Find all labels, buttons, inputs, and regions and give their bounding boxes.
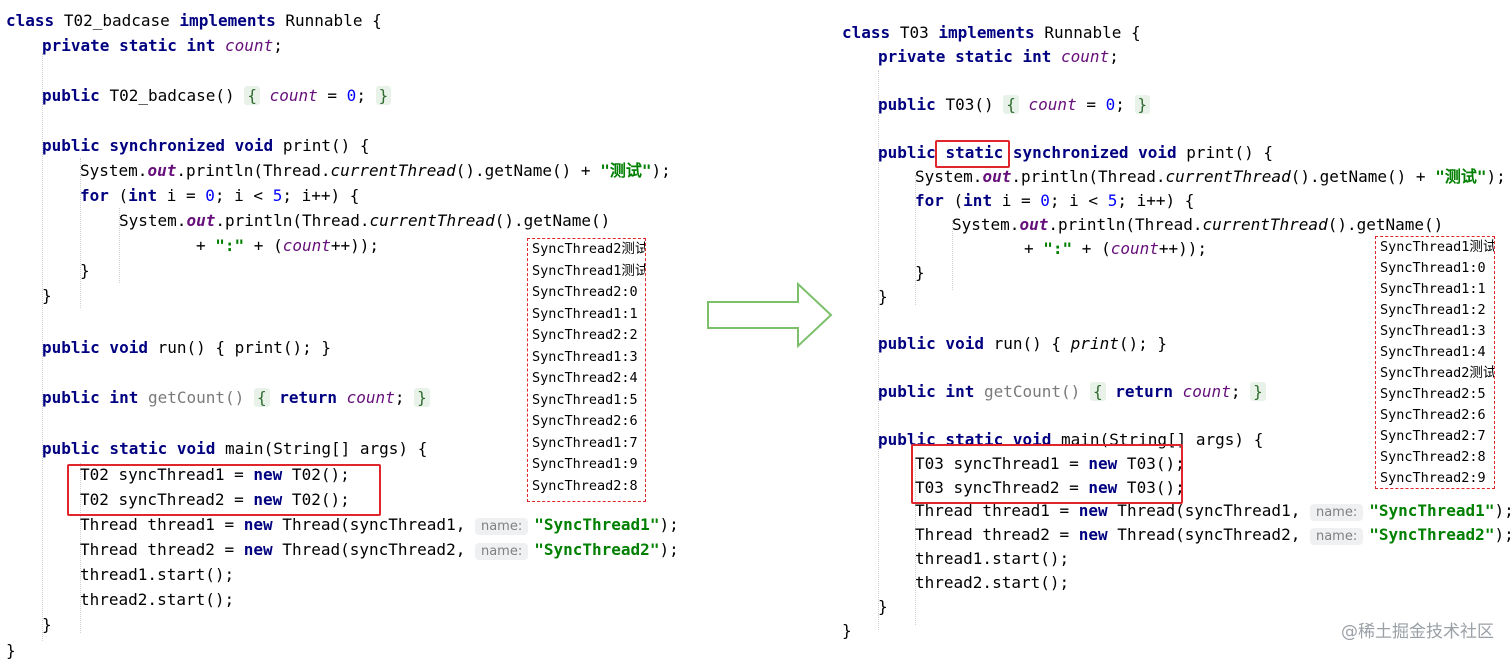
param-hint: name: bbox=[1309, 528, 1364, 545]
console-output-line: SyncThread2:6 bbox=[532, 413, 638, 429]
right-for-loop: for (int i = 0; i < 5; i++) { bbox=[915, 191, 1195, 210]
left-println-2: System.out.println(Thread.currentThread(… bbox=[119, 211, 611, 230]
right-highlight-static bbox=[935, 140, 1010, 168]
console-output-line: SyncThread1:2 bbox=[1380, 302, 1486, 318]
console-output-line: SyncThread1测试 bbox=[532, 262, 646, 279]
right-println-2-cont: + ":" + (count++)); bbox=[1024, 239, 1208, 258]
static-keyword: static bbox=[945, 143, 1004, 162]
left-println-1: System.out.println(Thread.currentThread(… bbox=[80, 161, 671, 180]
left-getcount-method: public int getCount() { return count; } bbox=[42, 385, 430, 410]
console-output-line: SyncThread1:5 bbox=[532, 391, 638, 408]
arrow-right-icon bbox=[707, 282, 833, 349]
console-output-line: SyncThread2测试 bbox=[1380, 365, 1495, 381]
right-print-close: } bbox=[878, 287, 888, 306]
left-thread1-start: thread1.start(); bbox=[80, 565, 235, 584]
left-syncthread2-decl: T02 syncThread2 = new T02(); bbox=[80, 490, 350, 509]
right-thread1-start: thread1.start(); bbox=[915, 549, 1070, 568]
console-output-line: SyncThread1:7 bbox=[532, 434, 638, 451]
console-output-line: SyncThread2:7 bbox=[1380, 428, 1486, 444]
console-output-line: SyncThread2:6 bbox=[1380, 407, 1486, 423]
console-output-line: SyncThread2测试 bbox=[532, 241, 646, 257]
console-output-line: SyncThread2:5 bbox=[1380, 386, 1486, 402]
left-println-2-cont: + ":" + (count++)); bbox=[196, 236, 380, 255]
right-println-2: System.out.println(Thread.currentThread(… bbox=[952, 215, 1444, 234]
param-hint: name: bbox=[1309, 504, 1364, 521]
console-output-line: SyncThread1:0 bbox=[1380, 260, 1486, 276]
left-main-close: } bbox=[42, 615, 52, 634]
left-for-loop: for (int i = 0; i < 5; i++) { bbox=[80, 186, 360, 205]
console-output-line: SyncThread2:0 bbox=[532, 284, 638, 300]
console-output-line: SyncThread2:8 bbox=[532, 477, 638, 494]
console-output-line: SyncThread1:3 bbox=[1380, 323, 1486, 339]
left-highlight-instances bbox=[67, 464, 381, 516]
console-output-line: SyncThread2:4 bbox=[532, 370, 638, 386]
right-print-method: public static synchronized void print() … bbox=[878, 143, 1273, 162]
right-for-close: } bbox=[915, 263, 925, 282]
left-code-panel: class T02_badcase implements Runnable { … bbox=[6, 8, 706, 660]
right-field-decl: private static int count; bbox=[878, 47, 1119, 66]
right-class-close: } bbox=[842, 621, 852, 640]
param-hint: name: bbox=[474, 543, 529, 560]
console-output-line: SyncThread1:1 bbox=[1380, 281, 1486, 297]
right-getcount-method: public int getCount() { return count; } bbox=[878, 379, 1266, 404]
left-field-decl: private static int count; bbox=[42, 36, 283, 55]
left-run-method: public void run() { print(); } bbox=[42, 338, 331, 357]
right-println-1: System.out.println(Thread.currentThread(… bbox=[915, 167, 1506, 186]
right-syncthread1-decl: T03 syncThread1 = new T03(); bbox=[915, 454, 1185, 473]
left-thread2-start: thread2.start(); bbox=[80, 590, 235, 609]
left-print-method: public synchronized void print() { bbox=[42, 136, 370, 155]
right-main-close: } bbox=[878, 597, 888, 616]
right-highlight-instances bbox=[911, 444, 1183, 504]
console-output-line: SyncThread1:9 bbox=[532, 456, 638, 472]
left-thread1-decl: Thread thread1 = new Thread(syncThread1,… bbox=[80, 515, 679, 535]
console-output-line: SyncThread1:1 bbox=[532, 305, 638, 322]
left-constructor: public T02_badcase() { count = 0; } bbox=[42, 83, 392, 108]
right-thread1-decl: Thread thread1 = new Thread(syncThread1,… bbox=[915, 501, 1512, 521]
console-output-line: SyncThread1:4 bbox=[1380, 344, 1486, 360]
left-print-close: } bbox=[42, 286, 52, 305]
console-output-line: SyncThread1:3 bbox=[532, 348, 638, 365]
right-syncthread2-decl: T03 syncThread2 = new T03(); bbox=[915, 478, 1185, 497]
right-run-method: public void run() { print(); } bbox=[878, 334, 1168, 353]
watermark: @稀土掘金技术社区 bbox=[1341, 622, 1494, 642]
left-main-method: public static void main(String[] args) { bbox=[42, 439, 428, 458]
left-class-decl: class T02_badcase implements Runnable { bbox=[6, 11, 382, 30]
left-for-close: } bbox=[80, 261, 90, 280]
right-thread2-start: thread2.start(); bbox=[915, 573, 1070, 592]
right-constructor: public T03() { count = 0; } bbox=[878, 92, 1151, 117]
param-hint: name: bbox=[474, 518, 529, 535]
right-class-decl: class T03 implements Runnable { bbox=[842, 23, 1141, 42]
left-syncthread1-decl: T02 syncThread1 = new T02(); bbox=[80, 465, 350, 484]
console-output-line: SyncThread2:8 bbox=[1380, 449, 1486, 465]
console-output-line: SyncThread2:2 bbox=[532, 327, 638, 343]
left-thread2-decl: Thread thread2 = new Thread(syncThread2,… bbox=[80, 540, 679, 560]
console-output-line: SyncThread2:9 bbox=[1380, 470, 1486, 486]
right-code-panel: class T03 implements Runnable { private … bbox=[842, 20, 1512, 650]
right-thread2-decl: Thread thread2 = new Thread(syncThread2,… bbox=[915, 525, 1512, 545]
console-output-line: SyncThread1测试 bbox=[1380, 239, 1495, 255]
left-class-close: } bbox=[6, 641, 16, 660]
